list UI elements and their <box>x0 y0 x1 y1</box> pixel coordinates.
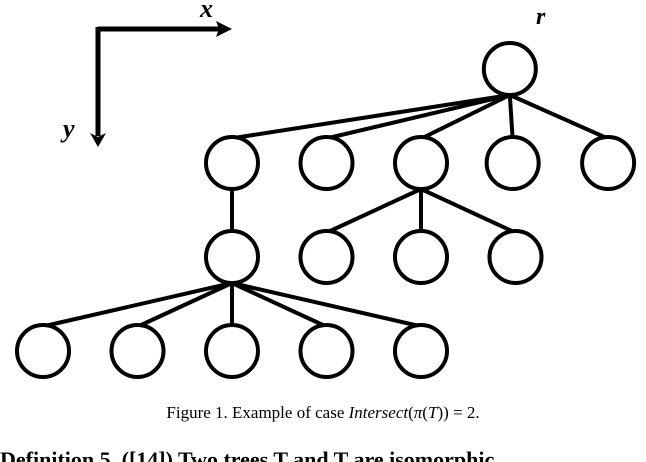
tree-edge-r-a3 <box>421 93 511 140</box>
tree-edges <box>44 93 608 328</box>
tree-node-c3 <box>204 323 260 379</box>
caption-function: Intersect <box>348 403 409 422</box>
tree-edge-b1-c4 <box>231 281 326 328</box>
tree-node-b2 <box>298 229 355 285</box>
tree-node-b1 <box>204 229 260 285</box>
figure-caption: Figure 1. Example of case Intersect(π(T)… <box>0 403 646 423</box>
tree-node-a4 <box>484 135 541 191</box>
tree-node-c4 <box>298 323 355 379</box>
tree-node-r <box>481 41 538 97</box>
tree-edge-a3-b2 <box>327 187 422 234</box>
caption-pi: π <box>413 403 423 422</box>
tree-node-c2 <box>109 323 166 379</box>
tree-node-a5 <box>580 135 637 191</box>
tree-figure: x y r <box>15 0 637 379</box>
tree-node-c5 <box>393 323 449 379</box>
tree-node-a2 <box>298 135 355 191</box>
coordinate-axes <box>90 21 232 147</box>
root-label: r <box>536 4 546 30</box>
tree-edge-b1-c1 <box>44 281 233 328</box>
x-axis-label: x <box>200 0 213 23</box>
tree-node-b3 <box>393 229 449 285</box>
tree-node-c1 <box>15 323 71 379</box>
tree-diagram <box>15 21 637 379</box>
tree-node-a3 <box>393 135 449 191</box>
caption-prefix: Figure 1. Example of case <box>166 403 349 422</box>
tree-edge-r-a5 <box>509 93 608 140</box>
x-axis-arrowhead <box>216 21 232 37</box>
y-axis-arrowhead <box>90 133 106 147</box>
y-axis-label: y <box>63 114 75 143</box>
tree-edge-r-a1 <box>233 93 511 140</box>
definition-text: Definition 5. ([14]) Two trees T and T a… <box>0 447 495 462</box>
caption-suffix: )) = 2. <box>437 403 480 422</box>
definition-heading-clipped: Definition 5. ([14]) Two trees T and T a… <box>0 447 646 462</box>
tree-node-a1 <box>204 135 260 191</box>
tree-edge-r-a2 <box>327 93 511 140</box>
tree-edge-b1-c5 <box>231 281 420 328</box>
tree-edge-r-a4 <box>507 94 515 139</box>
caption-open-paren-2: ( <box>422 403 428 422</box>
tree-node-b4 <box>487 229 544 285</box>
tree-nodes <box>15 41 637 379</box>
caption-tree-symbol: T <box>427 403 438 422</box>
tree-edge-a3-b4 <box>420 187 515 234</box>
tree-edge-b1-c2 <box>138 281 233 328</box>
caption-open-paren: ( <box>408 403 414 422</box>
